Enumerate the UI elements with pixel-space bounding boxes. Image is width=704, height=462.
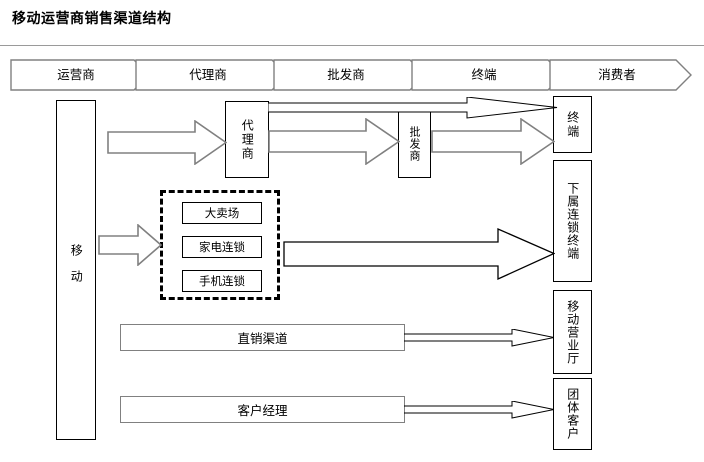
banner-segment-terminal[interactable]: 终端: [471, 67, 497, 82]
banner-segment-agent[interactable]: 代理商: [189, 67, 227, 82]
arrow-operator-to-agent: [107, 120, 227, 165]
banner-chevrons: [10, 59, 692, 91]
arrow-wholesaler-to-terminal: [431, 118, 555, 165]
retail-item-phone-chain[interactable]: 手机连锁: [182, 270, 262, 292]
banner-segment-operator[interactable]: 运营商: [57, 67, 95, 82]
arrow-agent-to-terminal-direct: [268, 97, 558, 119]
channel-stage-banner: 运营商 代理商 批发商 终端 消费者: [10, 59, 692, 91]
node-terminal[interactable]: 终端: [553, 96, 592, 153]
node-agent-label: 代理商: [240, 118, 255, 161]
arrow-account-manager-to-group: [404, 401, 554, 419]
node-mobile-hall-label: 移动营业厅: [565, 299, 580, 365]
channel-account-manager-label: 客户经理: [237, 403, 288, 418]
banner-segment-wholesaler[interactable]: 批发商: [327, 67, 365, 82]
retail-item-hypermarket-label: 大卖场: [204, 206, 240, 220]
channel-direct-sales[interactable]: 直销渠道: [120, 324, 405, 351]
arrow-retail-group-to-chain-terminal: [283, 228, 555, 280]
retail-item-phone-chain-label: 手机连锁: [199, 274, 245, 288]
node-mobile-hall[interactable]: 移动营业厅: [553, 290, 592, 374]
channel-account-manager[interactable]: 客户经理: [120, 396, 405, 423]
node-agent[interactable]: 代理商: [225, 101, 269, 178]
node-group-customer-label: 团体客户: [565, 388, 580, 440]
title-divider: [0, 45, 704, 46]
channel-direct-sales-label: 直销渠道: [237, 331, 288, 346]
banner-segment-consumer[interactable]: 消费者: [598, 67, 636, 82]
node-group-customer[interactable]: 团体客户: [553, 378, 592, 450]
retail-item-appliance-chain-label: 家电连锁: [199, 240, 245, 254]
node-operator-label: 移动: [69, 244, 84, 296]
node-terminal-label: 终端: [565, 110, 580, 139]
retail-item-appliance-chain[interactable]: 家电连锁: [182, 236, 262, 258]
node-operator[interactable]: 移动: [56, 100, 96, 440]
page-title: 移动运营商销售渠道结构: [12, 11, 172, 27]
retail-item-hypermarket[interactable]: 大卖场: [182, 202, 262, 224]
arrow-agent-to-wholesaler: [268, 118, 400, 165]
arrow-direct-sales-to-hall: [404, 329, 554, 347]
node-chain-terminal-label: 下属连锁终端: [565, 182, 580, 260]
node-wholesaler-label: 批发商: [408, 126, 422, 162]
node-chain-terminal[interactable]: 下属连锁终端: [553, 160, 592, 282]
arrow-operator-to-retail-group: [98, 224, 162, 266]
node-wholesaler[interactable]: 批发商: [398, 110, 431, 178]
